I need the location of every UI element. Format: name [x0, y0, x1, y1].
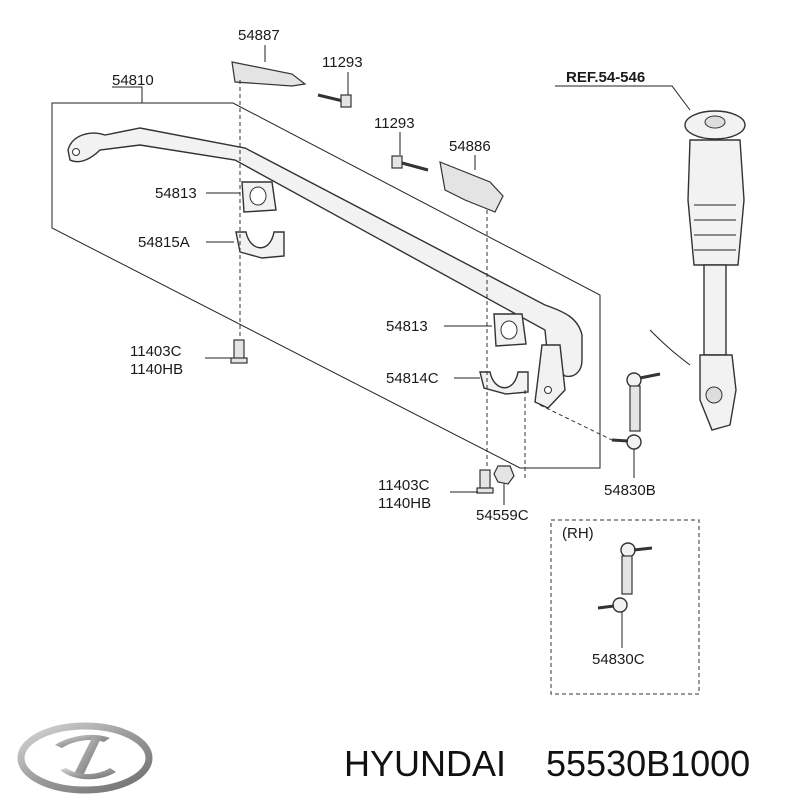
bar-end-hole-right — [544, 386, 552, 394]
bracket-54887 — [231, 61, 307, 87]
leader-ref — [555, 85, 691, 111]
bar-end-bracket-right — [534, 344, 566, 409]
label-1140hb-a: 1140HB — [130, 361, 183, 378]
label-54813-b: 54813 — [386, 318, 428, 335]
label-rh: (RH) — [562, 525, 594, 542]
label-54810: 54810 — [112, 72, 154, 89]
label-54815a: 54815A — [138, 234, 190, 251]
label-54887: 54887 — [238, 27, 280, 44]
leader-54810 — [112, 86, 143, 103]
label-11293-b: 11293 — [374, 115, 415, 132]
hyundai-logo — [17, 722, 153, 794]
bushing-54813-a — [241, 181, 277, 213]
bracket-54886 — [439, 161, 504, 213]
label-11403c-b: 11403C — [378, 477, 430, 494]
rh-inset-box — [550, 519, 700, 695]
stabilizer-bar — [67, 127, 583, 378]
label-ref: REF.54-546 — [566, 69, 645, 86]
label-11293-a: 11293 — [322, 54, 363, 71]
guide-line-d — [539, 404, 613, 441]
stabilizer-link-54830b — [611, 372, 661, 450]
footer-part-number: 55530B1000 — [546, 743, 750, 784]
bracket-54814c — [479, 371, 529, 395]
footer-brand: HYUNDAI — [344, 743, 506, 784]
label-54886: 54886 — [449, 138, 491, 155]
bolt-11403c-a — [230, 339, 248, 364]
assembly-outline — [51, 102, 601, 469]
label-54813-a: 54813 — [155, 185, 197, 202]
bolt-11293-a — [317, 93, 352, 108]
label-54559c: 54559C — [476, 507, 529, 524]
bar-end-hole-left — [72, 148, 80, 156]
bolt-11403c-b — [476, 469, 494, 494]
strut-assembly — [649, 110, 746, 431]
label-54814c: 54814C — [386, 370, 439, 387]
bolt-11293-b — [391, 155, 429, 172]
label-54830b: 54830B — [604, 482, 656, 499]
label-54830c: 54830C — [592, 651, 645, 668]
label-11403c-a: 11403C — [130, 343, 182, 360]
bushing-54813-b — [493, 313, 527, 347]
nut-54559c — [493, 465, 515, 485]
bracket-54815a — [235, 231, 285, 259]
stabilizer-link-54830c — [597, 542, 653, 613]
label-1140hb-b: 1140HB — [378, 495, 431, 512]
